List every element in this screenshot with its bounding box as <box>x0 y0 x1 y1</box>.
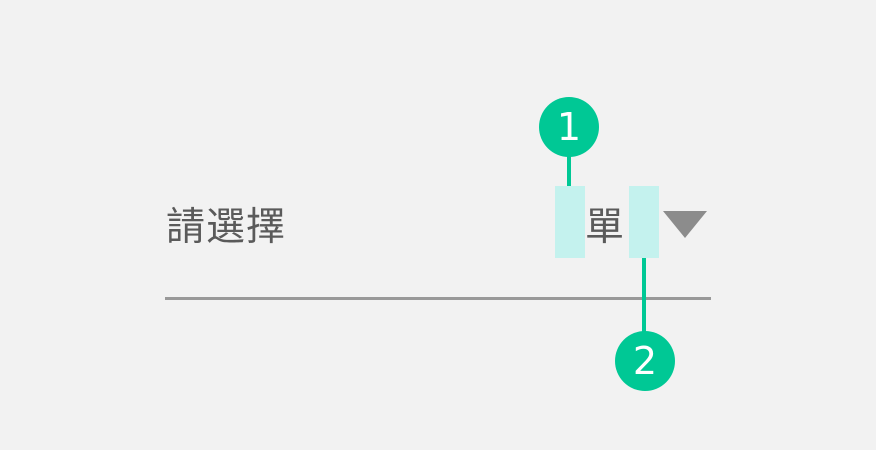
trailing-padding-highlight <box>629 186 659 258</box>
selected-value: 單 <box>585 205 625 250</box>
field-label: 請選擇 <box>166 205 287 250</box>
callout-leader-1 <box>567 150 571 186</box>
callout-leader-2 <box>642 258 646 332</box>
leading-padding-highlight <box>555 186 585 258</box>
callout-marker-1: 1 <box>539 97 599 157</box>
callout-marker-2: 2 <box>615 331 675 391</box>
field-underline <box>165 297 711 300</box>
caret-down-icon[interactable] <box>663 211 707 238</box>
